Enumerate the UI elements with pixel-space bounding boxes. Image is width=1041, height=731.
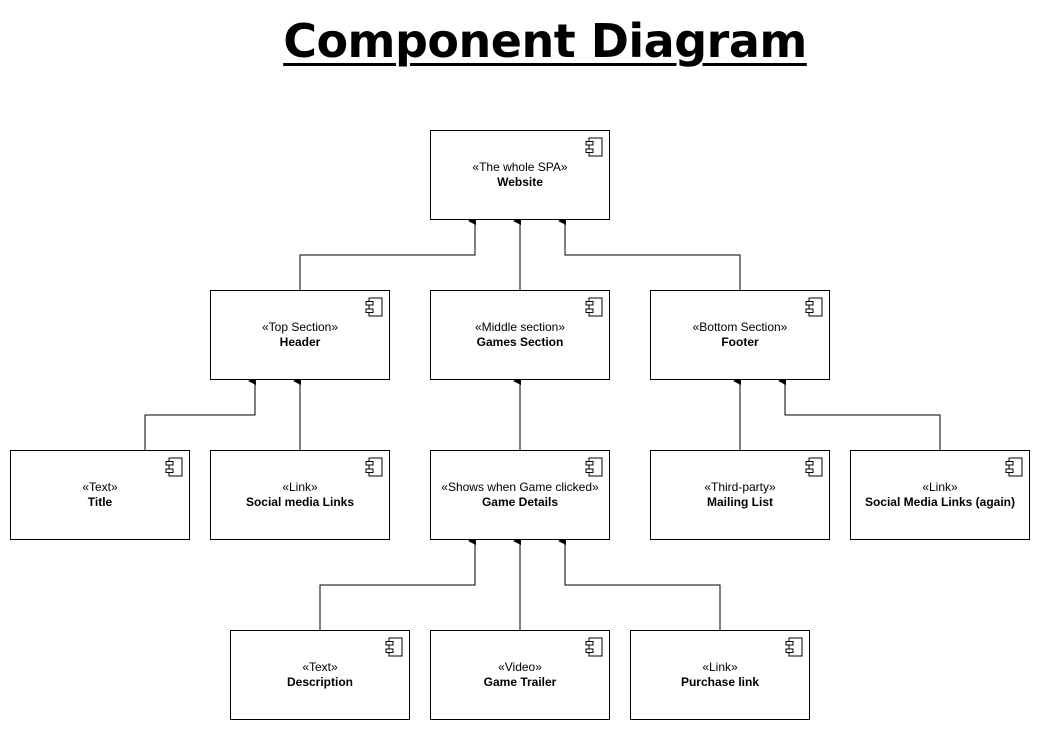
node-name: Game Details xyxy=(481,495,559,509)
node-stereotype: «Video» xyxy=(498,660,542,674)
node-website[interactable]: «The whole SPA» Website xyxy=(430,130,610,220)
node-stereotype: «Top Section» xyxy=(261,320,339,334)
component-icon xyxy=(365,457,383,477)
node-title[interactable]: «Text» Title xyxy=(10,450,190,540)
node-stereotype: «Link» xyxy=(922,480,958,494)
node-social-media-links[interactable]: «Link» Social media Links xyxy=(210,450,390,540)
edge-title-header xyxy=(144,377,256,450)
edge-description-game-details xyxy=(319,537,476,630)
node-stereotype: «The whole SPA» xyxy=(472,160,568,174)
node-stereotype: «Link» xyxy=(282,480,318,494)
node-name: Games Section xyxy=(476,335,564,349)
edge-social-links-again-footer xyxy=(778,377,941,450)
node-stereotype: «Text» xyxy=(302,660,338,674)
node-game-details[interactable]: «Shows when Game clicked» Game Details xyxy=(430,450,610,540)
component-icon xyxy=(585,137,603,157)
node-stereotype: «Middle section» xyxy=(474,320,566,334)
node-stereotype: «Bottom Section» xyxy=(692,320,788,334)
node-mailing-list[interactable]: «Third-party» Mailing List xyxy=(650,450,830,540)
node-stereotype: «Shows when Game clicked» xyxy=(441,480,599,494)
edge-footer-website xyxy=(558,217,741,290)
node-name: Description xyxy=(286,675,353,689)
node-name: Header xyxy=(279,335,321,349)
node-name: Footer xyxy=(721,335,759,349)
node-name: Game Trailer xyxy=(483,675,557,689)
node-games-section[interactable]: «Middle section» Games Section xyxy=(430,290,610,380)
node-purchase-link[interactable]: «Link» Purchase link xyxy=(630,630,810,720)
component-icon xyxy=(1005,457,1023,477)
node-name: Mailing List xyxy=(707,495,773,509)
node-name: Website xyxy=(497,175,543,189)
node-name: Title xyxy=(87,495,113,509)
node-description[interactable]: «Text» Description xyxy=(230,630,410,720)
node-stereotype: «Link» xyxy=(702,660,738,674)
node-name: Social Media Links (again) xyxy=(864,495,1016,509)
node-name: Purchase link xyxy=(680,675,760,689)
component-icon xyxy=(385,637,403,657)
component-icon xyxy=(805,457,823,477)
component-icon xyxy=(165,457,183,477)
component-icon xyxy=(585,297,603,317)
node-stereotype: «Third-party» xyxy=(704,480,776,494)
diagram-title: Component Diagram xyxy=(283,14,807,68)
edge-purchase-link-game-details xyxy=(558,537,721,630)
node-name: Social media Links xyxy=(245,495,355,509)
component-icon xyxy=(585,637,603,657)
edge-header-website xyxy=(299,217,476,290)
node-header[interactable]: «Top Section» Header xyxy=(210,290,390,380)
component-icon xyxy=(805,297,823,317)
node-stereotype: «Text» xyxy=(82,480,118,494)
component-icon xyxy=(785,637,803,657)
component-icon xyxy=(365,297,383,317)
node-footer[interactable]: «Bottom Section» Footer xyxy=(650,290,830,380)
node-game-trailer[interactable]: «Video» Game Trailer xyxy=(430,630,610,720)
component-icon xyxy=(585,457,603,477)
node-social-media-links-again[interactable]: «Link» Social Media Links (again) xyxy=(850,450,1030,540)
